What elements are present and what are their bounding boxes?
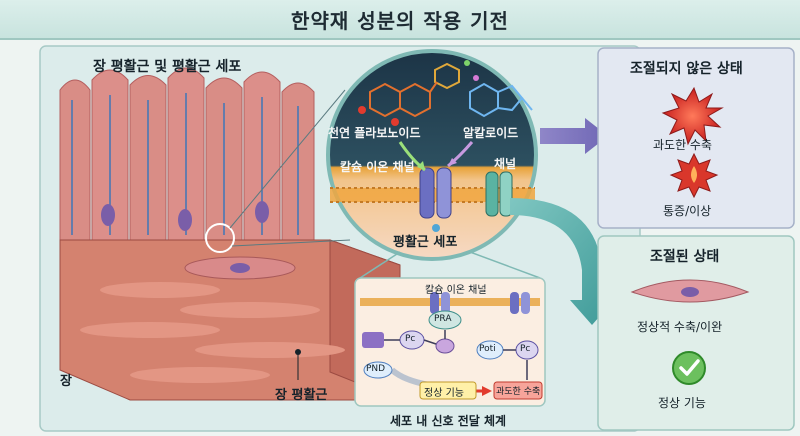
label-smooth-muscle-cell: 평활근 세포 xyxy=(393,235,458,250)
label-flavonoid: 천연 플라보노이드 xyxy=(328,126,421,140)
signal-box-membrane xyxy=(360,292,540,314)
excess-contraction-box xyxy=(493,381,543,400)
zoom-line-top xyxy=(229,89,346,229)
signal-node-pc-right: Pc xyxy=(520,344,531,354)
regulated-title: 조절된 상태 xyxy=(650,249,720,265)
signal-node-pra: PRA xyxy=(434,314,452,324)
regulated-item-normal-function: 정상 기능 xyxy=(658,396,706,410)
signal-nodes xyxy=(362,310,539,396)
unregulated-panel xyxy=(597,47,795,229)
signal-normal-label: 정상 기능 xyxy=(424,388,464,399)
calcium-channel-shape xyxy=(419,167,452,232)
connector-right xyxy=(469,251,541,279)
signal-channel-label: 칼슘 이온 채널 xyxy=(425,285,487,296)
arrow-to-unregulated xyxy=(540,118,608,154)
normal-muscle-cell-icon xyxy=(630,279,750,303)
page-title: 한약재 성분의 작용 기전 xyxy=(291,8,509,33)
magnified-cell-circle xyxy=(326,49,538,261)
unregulated-item-pain: 통증/이상 xyxy=(663,204,712,218)
regulated-item-normal-contraction: 정상적 수축/이완 xyxy=(637,320,723,334)
label-intestinal-muscle: 장 평활근 xyxy=(275,388,328,403)
signal-node-pnd: PND xyxy=(366,364,386,374)
pain-icon xyxy=(669,152,719,199)
left-panel-heading: 장 평활근 및 평활근 세포 xyxy=(93,59,242,75)
signal-box-caption: 세포 내 신호 전달 체계 xyxy=(390,414,507,428)
flavonoid-molecule xyxy=(358,60,470,126)
label-intestine: 장 xyxy=(60,374,72,389)
check-icon xyxy=(672,351,706,385)
unregulated-item-contraction: 과도한 수축 xyxy=(653,138,713,152)
alkaloid-molecule xyxy=(469,75,533,118)
normal-function-box xyxy=(419,381,477,400)
zoom-line-bottom xyxy=(231,239,351,247)
other-channel-shape xyxy=(485,171,513,217)
signal-node-pc-left: Pc xyxy=(405,334,416,344)
arrow-to-regulated xyxy=(510,198,614,325)
zoom-marker xyxy=(205,223,235,253)
spiky-contraction-icon xyxy=(661,86,724,146)
label-channel: 채널 xyxy=(494,157,517,171)
title-bar: 한약재 성분의 작용 기전 xyxy=(0,0,800,40)
alkaloid-arrow-head xyxy=(448,158,457,166)
signal-node-poti: Poti xyxy=(479,344,496,354)
unregulated-title: 조절되지 않은 상태 xyxy=(630,61,743,77)
muscle-block xyxy=(59,239,401,401)
connector-left xyxy=(359,251,401,279)
flavonoid-arrow-head xyxy=(417,161,425,170)
label-calcium-channel: 칼슘 이온 채널 xyxy=(340,160,415,174)
regulated-panel xyxy=(597,235,795,431)
label-alkaloid: 알칼로이드 xyxy=(463,126,519,140)
signal-excess-label: 과도한 수축 xyxy=(496,387,541,397)
